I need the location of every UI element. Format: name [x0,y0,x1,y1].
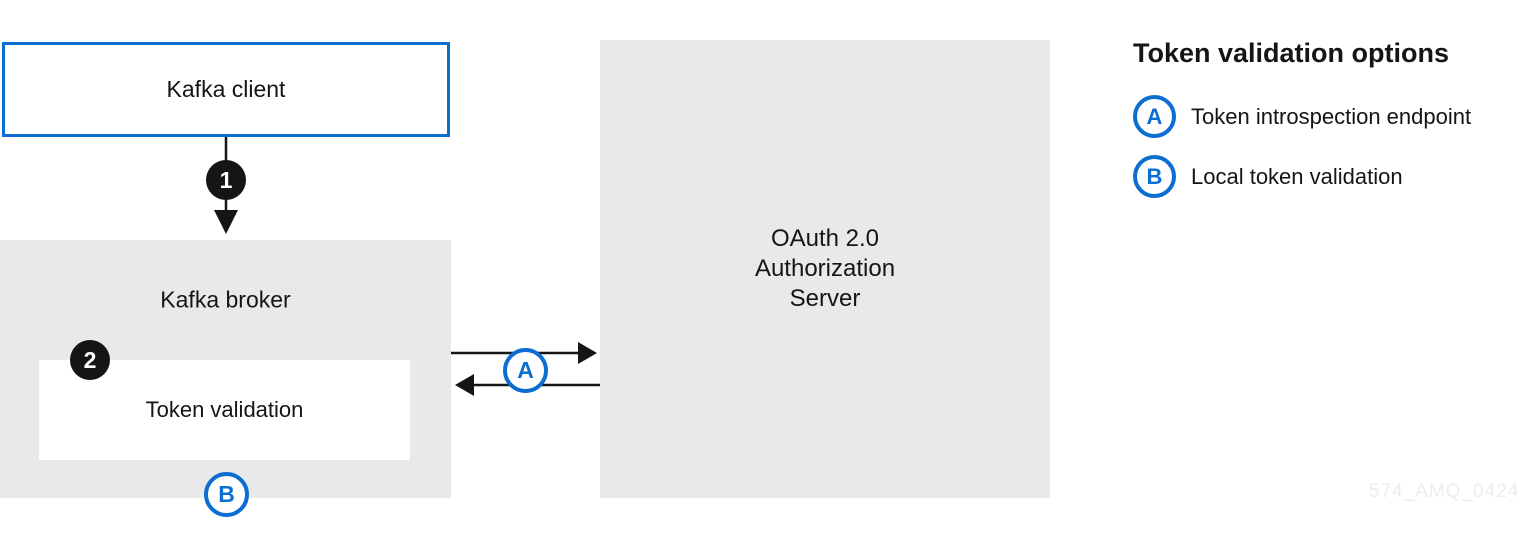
token-validation-label: Token validation [145,397,304,422]
legend-title: Token validation options [1133,38,1450,68]
client-to-broker-arrowhead-icon [214,210,238,234]
option-b-legend-badge: B [1133,155,1176,198]
legend-label-option-a: Token introspection endpoint [1191,103,1472,129]
kafka-client-label: Kafka client [166,76,286,102]
oauth-server-label-line3: Server [789,285,861,312]
legend-label-option-b: Local token validation [1191,163,1403,189]
oauth-server-label-line2: Authorization [754,255,896,282]
oauth-server-label-line1: OAuth 2.0 [770,225,880,252]
legend-item: B Local token validation [1133,155,1471,198]
step-1-badge: 1 [206,160,246,200]
kafka-broker-label: Kafka broker [160,286,291,313]
legend-item: A Token introspection endpoint [1133,95,1471,138]
option-a-badge: A [503,348,548,393]
watermark: 574_AMQ_0424 [1369,481,1520,502]
kafka-client-box: Kafka client [2,42,450,137]
option-a-legend-badge: A [1133,95,1176,138]
kafka-broker-box: Kafka broker Token validation [0,240,451,498]
server-to-broker-arrowhead-icon [455,374,474,396]
step-2-badge: 2 [70,340,110,380]
oauth-server-box: OAuth 2.0 Authorization Server [600,40,1050,498]
broker-to-server-arrowhead-icon [578,342,597,364]
option-b-badge: B [204,472,249,517]
legend: Token validation options A Token introsp… [1133,40,1471,215]
